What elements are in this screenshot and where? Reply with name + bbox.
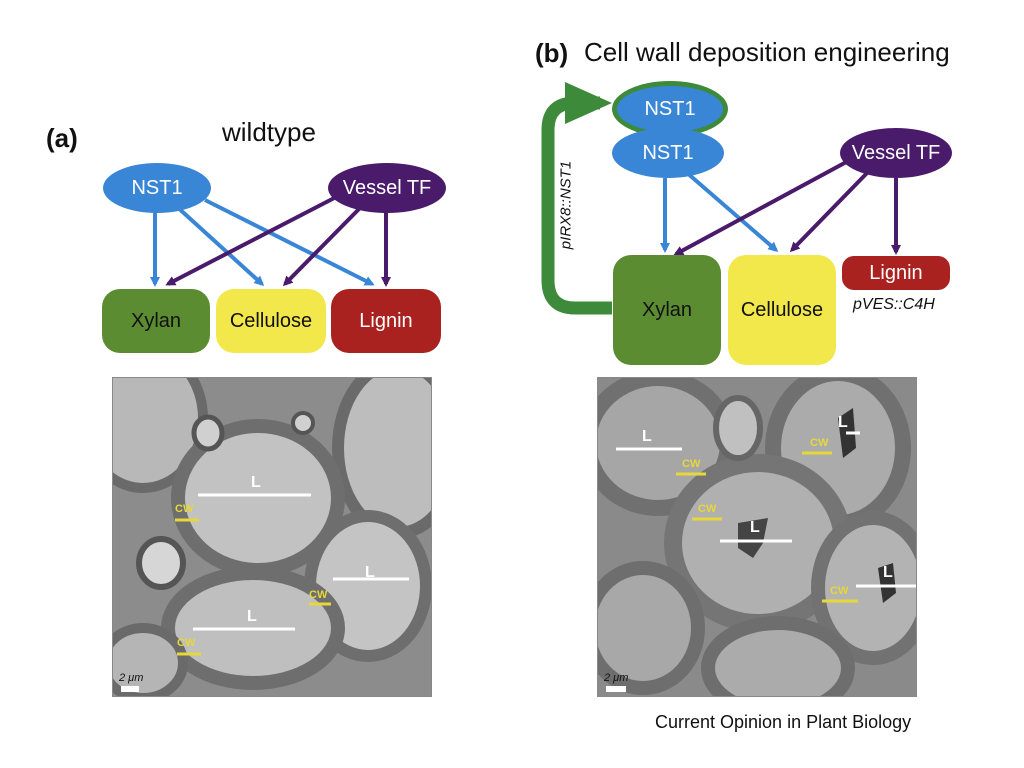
node-b-cellulose: Cellulose — [728, 255, 836, 365]
panel-a-title: wildtype — [222, 117, 316, 147]
node-b-vessel-tf: Vessel TF — [840, 128, 952, 178]
arrow-a-nst1-lignin — [204, 198, 375, 286]
cw-label-a1: CW — [175, 503, 194, 515]
cw-label-a2: CW — [309, 589, 328, 601]
node-a-vessel-tf-label: Vessel TF — [342, 176, 432, 199]
cw-label-b4: CW — [830, 585, 849, 597]
loop-promoter-label: pIRX8::NST1 — [557, 160, 575, 250]
node-a-cellulose-label: Cellulose — [229, 309, 313, 332]
feedback-loop-arrow — [541, 96, 612, 315]
lumen-label-b1: L — [642, 428, 652, 445]
lumen-label-b2: L — [750, 519, 760, 536]
node-a-lignin-label: Lignin — [359, 309, 413, 332]
node-a-cellulose: Cellulose — [216, 289, 326, 353]
cw-label-b1: CW — [682, 458, 701, 470]
arrow-b-nst1-cellulose — [684, 170, 779, 252]
lumen-label-a3: L — [247, 608, 257, 625]
panel-b-title: Cell wall deposition engineering — [584, 37, 950, 67]
cw-label-b3: CW — [810, 437, 829, 449]
arrow-a-nst1-cellulose — [173, 203, 265, 287]
arrow-b-vessel-xylan — [673, 158, 851, 256]
arrow-a-vessel-xylan — [165, 193, 341, 286]
journal-credit: Current Opinion in Plant Biology — [655, 712, 912, 732]
lumen-label-a1: L — [251, 474, 261, 491]
node-a-xylan-label: Xylan — [130, 309, 182, 332]
node-b-xylan: Xylan — [613, 255, 721, 365]
node-a-nst1-label: NST1 — [131, 176, 183, 199]
micrograph-wildtype: L L L CW CW CW 2 μm — [112, 377, 432, 697]
scale-label-a: 2 μm — [119, 672, 144, 684]
cw-label-a3: CW — [177, 637, 196, 649]
lumen-label-a2: L — [365, 564, 375, 581]
node-b-nst1-top-label: NST1 — [644, 97, 696, 120]
node-b-xylan-label: Xylan — [641, 298, 693, 321]
micrograph-wildtype-image — [113, 378, 431, 696]
panel-b-label: (b) — [535, 38, 569, 68]
node-a-lignin: Lignin — [331, 289, 441, 353]
arrow-b-vessel-cellulose — [789, 170, 870, 253]
cw-label-b2: CW — [698, 503, 717, 515]
node-a-nst1: NST1 — [103, 163, 211, 213]
scale-label-b: 2 μm — [604, 672, 629, 684]
node-b-cellulose-label: Cellulose — [740, 298, 824, 321]
node-b-lignin-label: Lignin — [869, 261, 923, 284]
lumen-label-b4: L — [883, 564, 893, 581]
node-b-lignin: Lignin — [842, 256, 950, 290]
lignin-promoter-label: pVES::C4H — [853, 296, 935, 313]
node-b-nst1: NST1 — [612, 128, 724, 178]
panel-a-label: (a) — [46, 123, 78, 153]
node-a-xylan: Xylan — [102, 289, 210, 353]
node-b-nst1-label: NST1 — [642, 141, 694, 164]
lumen-label-b3: L — [838, 414, 848, 431]
node-b-vessel-tf-label: Vessel TF — [851, 141, 941, 164]
micrograph-engineered-image — [598, 378, 916, 696]
node-a-vessel-tf: Vessel TF — [328, 163, 446, 213]
arrow-a-vessel-cellulose — [282, 206, 362, 287]
micrograph-engineered: L L L L CW CW CW CW 2 μm — [597, 377, 917, 697]
feedback-loop-arrowhead — [565, 82, 612, 124]
